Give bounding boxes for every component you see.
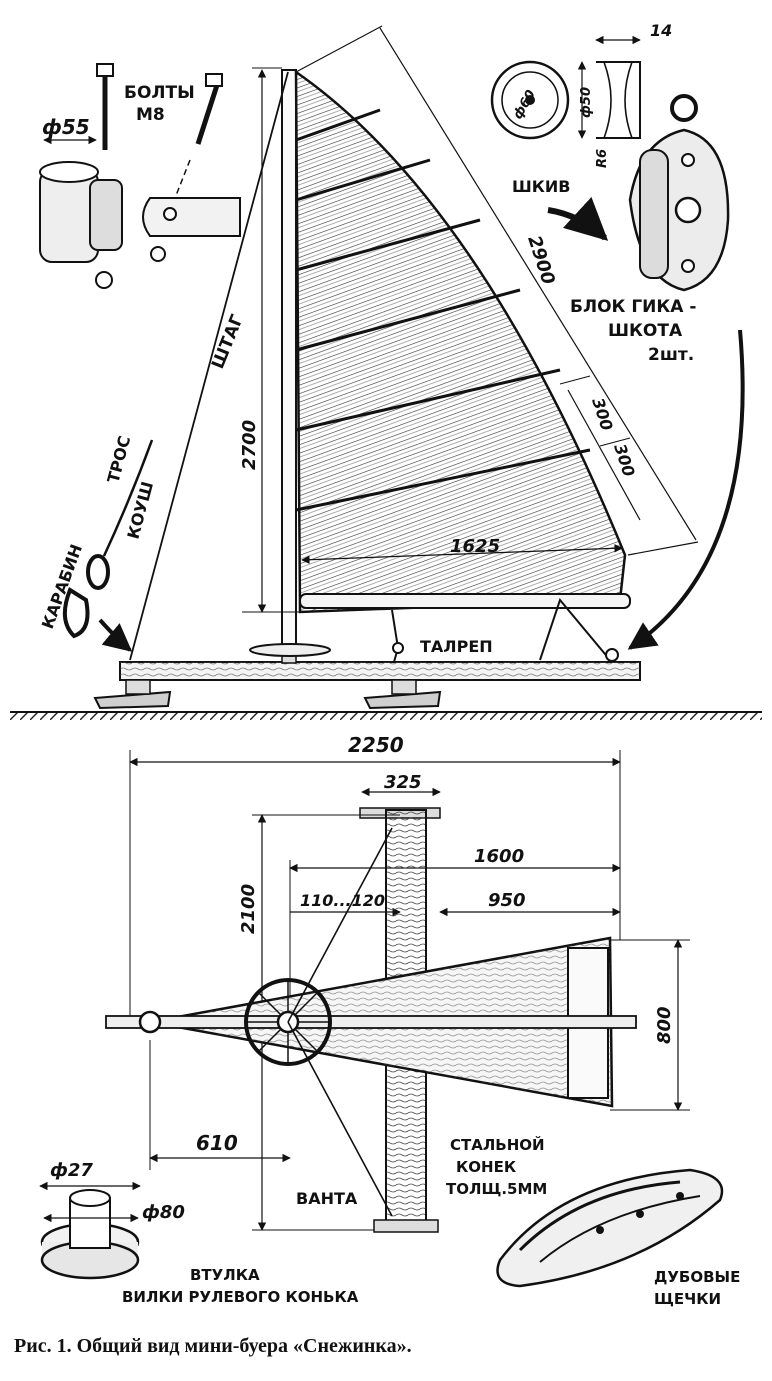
shroud-cable-2 <box>287 1021 393 1217</box>
steel-skate-label: СТАЛЬНОЙ КОНЕК ТОЛЩ.5ММ <box>446 1135 550 1198</box>
bolts-label-l2: М8 <box>136 105 165 125</box>
sheave-detail <box>490 35 641 140</box>
stay-cable <box>129 71 289 661</box>
boom-block-label-l2: ШКОТА <box>608 321 683 341</box>
sail-leech-dim: 2900 <box>523 233 558 287</box>
sheave-label: ШКИВ <box>512 177 570 196</box>
ground-line <box>10 712 762 720</box>
oak-cheeks-label-l2: ЩЕЧКИ <box>654 1290 721 1308</box>
pointer-arrow-block <box>627 329 745 650</box>
spine-beam <box>105 1015 637 1029</box>
bushing-d2-dim: ф80 <box>142 1202 185 1223</box>
mast-to-stern-dim: 1600 <box>474 846 524 867</box>
boom-block-label: БЛОК ГИКА - ШКОТА 2шт. <box>570 297 702 365</box>
steering-wheel-side <box>249 643 331 657</box>
stay-label: ШТАГ <box>208 312 248 372</box>
steel-skate-label-l1: СТАЛЬНОЙ <box>450 1135 545 1154</box>
sheave-width-dim: 14 <box>650 21 672 40</box>
pointer-arrow-stay <box>98 618 133 652</box>
thimble-label: КОУШ <box>124 479 158 541</box>
clamp-detail <box>39 63 241 289</box>
oak-cheeks-label: ДУБОВЫЕ ЩЕЧКИ <box>654 1268 746 1308</box>
overall-length-dim: 2250 <box>348 733 404 757</box>
bow-to-mast-dim: 610 <box>196 1131 238 1155</box>
clamp-diameter: ф55 <box>42 115 90 139</box>
cable-label: ТРОС <box>104 434 135 485</box>
mast <box>281 69 297 649</box>
seat-length-dim: 950 <box>488 890 526 911</box>
boom-length-dim: 1625 <box>450 536 500 557</box>
boom <box>299 593 631 609</box>
mast-height-dim: 2700 <box>239 420 260 470</box>
sheave-d2-dim: ф50 <box>579 87 594 118</box>
bushing-detail <box>39 1181 141 1280</box>
steel-skate-label-l3: ТОЛЩ.5ММ <box>446 1180 547 1198</box>
steel-skate-label-l2: КОНЕК <box>456 1158 517 1176</box>
sheave-r-dim: R6 <box>595 149 610 168</box>
bolts-label: БОЛТЫ М8 <box>124 83 201 125</box>
boom-block-detail <box>628 94 730 292</box>
wheel-offset-dim: 110...120 <box>300 891 385 910</box>
shroud-label: ВАНТА <box>296 1189 358 1208</box>
shroud-cable-1 <box>287 827 393 1023</box>
bushing-label-l1: ВТУЛКА <box>190 1266 260 1284</box>
width-2100-dim: 2100 <box>238 884 259 934</box>
bushing-label-l2: ВИЛКИ РУЛЕВОГО КОНЬКА <box>122 1288 359 1306</box>
carabiner-detail <box>62 439 154 639</box>
boom-block-label-l3: 2шт. <box>648 345 694 365</box>
batten-gap-1-dim: 300 <box>588 395 616 433</box>
sail <box>294 69 627 614</box>
oak-cheeks-label-l1: ДУБОВЫЕ <box>654 1268 740 1286</box>
bolts-label-l1: БОЛТЫ <box>124 83 195 103</box>
bushing-label: ВТУЛКА ВИЛКИ РУЛЕВОГО КОНЬКА <box>122 1266 359 1306</box>
runner-plank-dim: 325 <box>384 772 422 793</box>
boom-block-label-l1: БЛОК ГИКА - <box>570 297 696 317</box>
pointer-arrow-sheave <box>547 196 609 241</box>
turnbuckle <box>391 609 400 663</box>
side-view: БОЛТЫ М8 ф55 ШТАГ ТРОС КОУШ КАРАБИН 2700… <box>10 21 762 720</box>
figure-caption: Рис. 1. Общий вид мини-буера «Снежинка». <box>14 1335 412 1357</box>
bushing-d1-dim: ф27 <box>50 1160 93 1181</box>
carabiner-label: КАРАБИН <box>38 542 86 632</box>
top-view: 2250 325 1600 2100 110...120 950 800 610… <box>39 733 746 1308</box>
stern-width-dim: 800 <box>654 1006 675 1044</box>
skate-detail <box>496 1168 724 1288</box>
turnbuckle-label: ТАЛРЕП <box>420 637 493 656</box>
